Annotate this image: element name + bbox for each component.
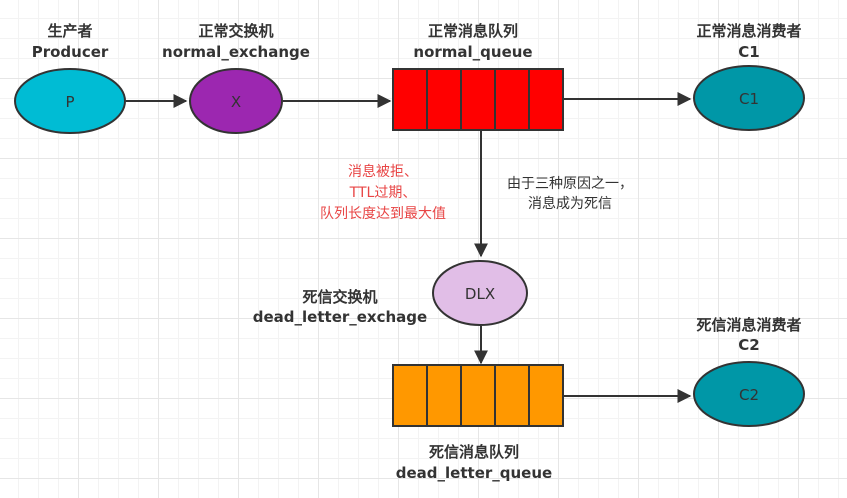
normal-queue-title: 正常消息队列 <box>428 22 518 40</box>
dead-letter-queue-cell <box>460 364 496 427</box>
dead-letter-queue-cell <box>528 364 564 427</box>
normal-exchange-title: 正常交换机 <box>198 22 273 40</box>
dead-letter-queue-cell <box>426 364 462 427</box>
normal-queue-subtitle: normal_queue <box>413 43 532 61</box>
producer-node: 生产者 Producer P <box>14 22 126 134</box>
dead-letter-queue-subtitle: dead_letter_queue <box>396 464 552 482</box>
dead-letter-queue-title: 死信消息队列 <box>429 443 519 461</box>
consumer-c1-label: C1 <box>739 90 759 108</box>
normal-exchange-label: X <box>231 93 241 111</box>
producer-ellipse <box>14 68 126 134</box>
consumer-c2-node: 死信消息消费者 C2 C2 <box>693 316 805 427</box>
normal-queue-cell <box>528 68 564 131</box>
dlx-ellipse <box>432 260 528 326</box>
dead-letter-queue-node: 死信消息队列 dead_letter_queue <box>392 364 564 482</box>
consumer-c2-title: 死信消息消费者 <box>696 316 801 334</box>
normal-queue-cell <box>494 68 530 131</box>
consumer-c1-ellipse <box>693 65 805 131</box>
explanation-line-1: 由于三种原因之一， <box>507 176 633 192</box>
normal-queue-cell <box>392 68 428 131</box>
reason-queue-full: 队列长度达到最大值 <box>320 206 446 222</box>
consumer-c1-node: 正常消息消费者 C1 C1 <box>693 22 805 131</box>
producer-label: P <box>65 93 74 111</box>
explanation-line-2: 消息成为死信 <box>528 195 612 212</box>
consumer-c1-title: 正常消息消费者 <box>696 22 801 40</box>
consumer-c1-subtitle: C1 <box>738 43 759 61</box>
producer-subtitle: Producer <box>32 43 109 61</box>
producer-title: 生产者 <box>47 22 92 40</box>
dlx-node: 死信交换机 dead_letter_exchage DLX <box>253 260 528 326</box>
normal-queue-cell <box>460 68 496 131</box>
dlx-subtitle: dead_letter_exchage <box>253 308 427 326</box>
dead-letter-queue-cell <box>494 364 530 427</box>
reason-ttl-expired: TTL过期、 <box>349 185 417 201</box>
explanation-annotation: 由于三种原因之一， 消息成为死信 <box>507 176 633 212</box>
consumer-c2-subtitle: C2 <box>738 336 759 354</box>
normal-exchange-subtitle: normal_exchange <box>162 43 310 61</box>
normal-queue-node: 正常消息队列 normal_queue <box>392 22 564 131</box>
dlx-title: 死信交换机 <box>302 288 377 306</box>
reasons-annotation: 消息被拒、 TTL过期、 队列长度达到最大值 <box>320 163 446 222</box>
reason-rejected: 消息被拒、 <box>348 163 418 180</box>
normal-exchange-ellipse <box>189 68 283 134</box>
consumer-c2-label: C2 <box>739 386 759 404</box>
normal-exchange-node: 正常交换机 normal_exchange X <box>162 22 310 134</box>
consumer-c2-ellipse <box>693 361 805 427</box>
normal-queue-cell <box>426 68 462 131</box>
dead-letter-queue-cells <box>392 364 564 427</box>
dlx-label: DLX <box>465 285 495 303</box>
normal-queue-cells <box>392 68 564 131</box>
edges <box>126 92 692 403</box>
dead-letter-queue-cell <box>392 364 428 427</box>
